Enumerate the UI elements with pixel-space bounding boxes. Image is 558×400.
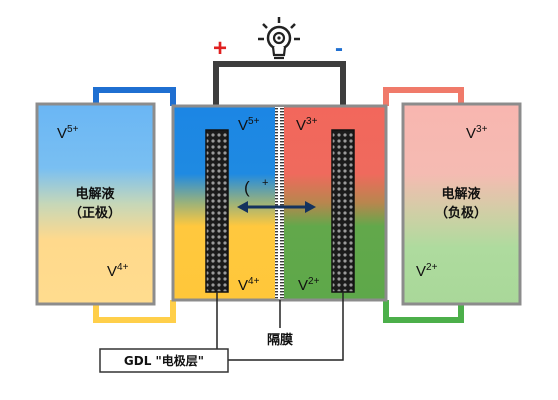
negative-terminal-sign: - [335,35,343,62]
pipe-blue [93,87,176,106]
ion-label: V3+ [466,124,488,142]
circuit-wire [213,61,346,130]
positive-tank-label: 电解液 [75,186,114,202]
ion-label: V4+ [238,276,260,294]
positive-electrode [205,129,229,293]
gdl-label-box [99,348,229,373]
gdl-leader-right [228,292,344,361]
lightbulb-icon [258,17,300,60]
pipe-red [383,87,464,106]
positive-terminal-sign: + [213,35,227,62]
positive-tank [35,102,156,306]
negative-tank-sublabel: （负极） [435,205,487,221]
ion-label: V5+ [57,124,79,142]
pipe-yellow [93,300,176,323]
ion-label: V3+ [296,116,318,134]
ion-label: V2+ [298,276,320,294]
negative-electrode [331,129,355,293]
negative-tank-label: 电解液 [441,186,480,202]
membrane-label: 隔膜 [267,332,293,348]
ion-label: V5+ [238,116,260,134]
negative-tank [401,102,522,306]
double-arrow-icon [237,201,316,213]
membrane [275,107,284,299]
positive-tank-sublabel: （正极） [69,205,121,221]
gdl-label: GDL "电极层" [124,353,204,368]
ion-label: V2+ [416,262,438,280]
pipe-green [383,300,464,323]
ion-label: V4+ [107,262,129,280]
proton-paren: ( [244,178,250,197]
proton-sign: + [262,177,268,189]
